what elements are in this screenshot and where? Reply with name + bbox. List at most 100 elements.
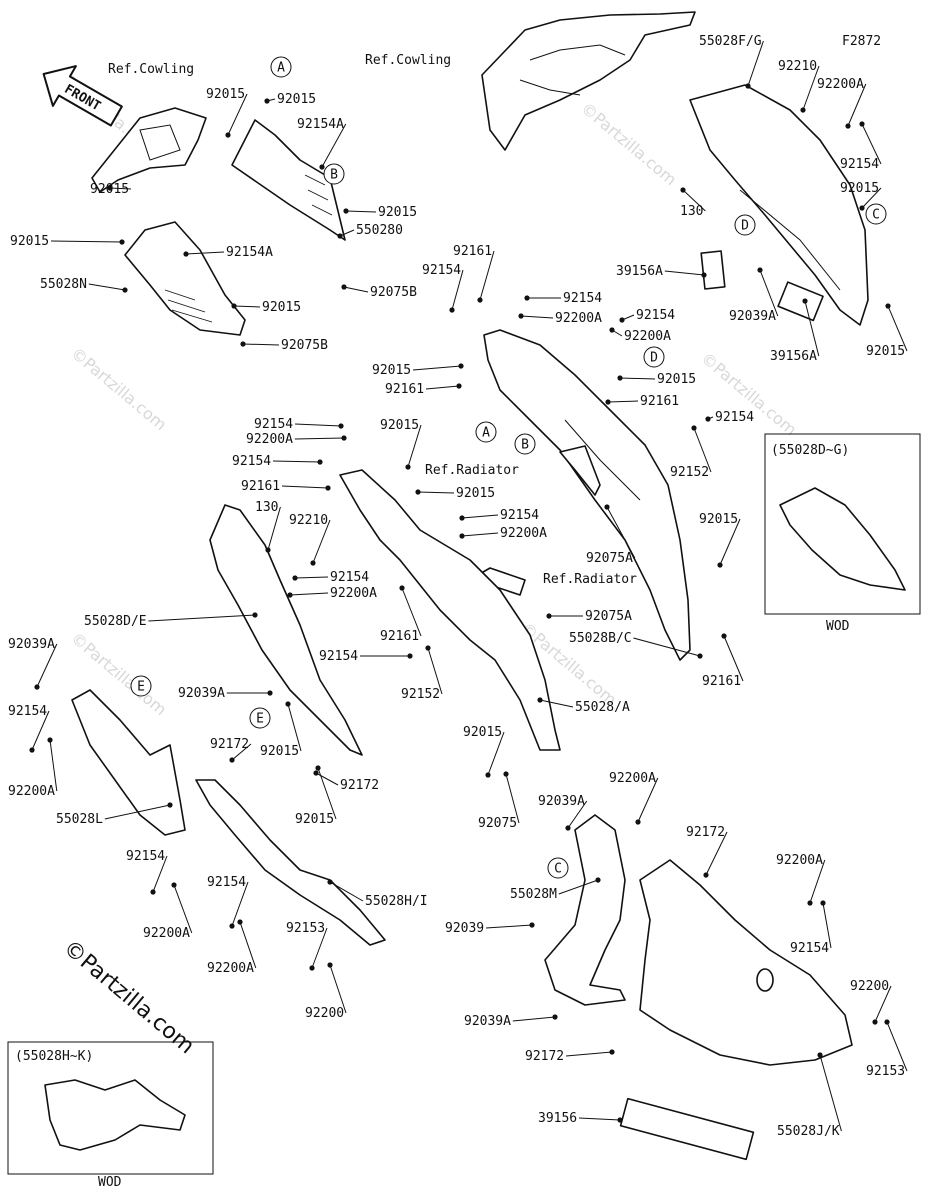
ref-cowling-right: Ref.Cowling bbox=[365, 53, 451, 68]
fastener-marker bbox=[546, 613, 552, 619]
leader-line bbox=[294, 423, 342, 427]
leader-line bbox=[287, 703, 302, 752]
part-number-label: 92210 bbox=[778, 59, 817, 74]
inset-55028D-G-title: (55028D~G) bbox=[771, 443, 849, 458]
callout-circle bbox=[270, 56, 292, 78]
part-number-label: 92161 bbox=[385, 382, 424, 397]
leader-line bbox=[847, 83, 867, 127]
radiator-hose-1 bbox=[559, 445, 601, 496]
callout-circle bbox=[547, 857, 569, 879]
fastener-marker bbox=[122, 287, 128, 293]
part-number-label: 92161 bbox=[453, 244, 492, 259]
fastener-marker bbox=[237, 919, 243, 925]
callout-circle bbox=[643, 346, 665, 368]
leader-line bbox=[425, 385, 460, 390]
fastener-marker bbox=[817, 1052, 823, 1058]
part-number-label: 92015 bbox=[90, 182, 129, 197]
leader-line bbox=[321, 123, 347, 168]
leader-line bbox=[289, 592, 329, 596]
fastener-marker bbox=[341, 435, 347, 441]
part-number-label: 92015 bbox=[260, 744, 299, 759]
leader-line bbox=[485, 924, 533, 929]
part-number-label: 92015 bbox=[699, 512, 738, 527]
part-number-label: 92152 bbox=[401, 687, 440, 702]
fastener-marker bbox=[691, 425, 697, 431]
fastener-marker bbox=[859, 121, 865, 127]
leader-line bbox=[809, 859, 826, 904]
part-number-label: 55028L bbox=[56, 812, 103, 827]
fastener-marker bbox=[485, 772, 491, 778]
panel-55028H-I bbox=[195, 779, 386, 946]
fastener-marker bbox=[721, 633, 727, 639]
leader-line bbox=[606, 506, 636, 559]
part-number-label: 92154 bbox=[840, 157, 879, 172]
fastener-marker bbox=[425, 645, 431, 651]
part-number-label: 92161 bbox=[640, 394, 679, 409]
leader-line bbox=[227, 93, 248, 136]
leader-line bbox=[861, 123, 882, 165]
fastener-marker bbox=[845, 123, 851, 129]
part-number-label: 92154 bbox=[422, 263, 461, 278]
leader-line bbox=[664, 270, 705, 276]
panel-55028J-K bbox=[639, 859, 853, 1066]
fastener-marker bbox=[604, 504, 610, 510]
fastener-marker bbox=[267, 690, 273, 696]
leader-line bbox=[619, 377, 656, 380]
part-number-label: 55028N bbox=[40, 277, 87, 292]
part-number-label: 92015 bbox=[866, 344, 905, 359]
sticker-39156A-2 bbox=[777, 281, 824, 322]
fastener-marker bbox=[703, 872, 709, 878]
part-number-label: 92172 bbox=[210, 737, 249, 752]
fastener-marker bbox=[459, 515, 465, 521]
leader-line bbox=[31, 710, 50, 751]
fastener-marker bbox=[150, 889, 156, 895]
fastener-marker bbox=[315, 765, 321, 771]
leader-line bbox=[311, 927, 328, 969]
fastener-marker bbox=[745, 83, 751, 89]
part-number-label: 92172 bbox=[525, 1049, 564, 1064]
sticker-39156A bbox=[700, 250, 726, 290]
leader-line bbox=[317, 767, 337, 820]
watermark: ©Partzilla.com bbox=[577, 99, 680, 190]
fastener-marker bbox=[635, 819, 641, 825]
part-number-label: 55028B/C bbox=[569, 631, 632, 646]
leader-line bbox=[173, 884, 193, 934]
part-number-label: 55028D/E bbox=[84, 614, 147, 629]
part-number-label: 92154 bbox=[715, 410, 754, 425]
callout-letter: D bbox=[741, 219, 749, 234]
part-number-label: 39156A bbox=[616, 264, 663, 279]
leader-line bbox=[886, 1021, 908, 1072]
leader-line bbox=[512, 1016, 556, 1022]
part-number-label: 92039A bbox=[729, 309, 776, 324]
fastener-marker bbox=[605, 399, 611, 405]
panel-55028-A bbox=[339, 469, 561, 751]
leader-line bbox=[461, 514, 499, 519]
callout-circle bbox=[475, 421, 497, 443]
leader-line bbox=[633, 637, 701, 657]
panel-55028N bbox=[124, 221, 246, 336]
fastener-marker bbox=[884, 1019, 890, 1025]
fastener-marker bbox=[240, 341, 246, 347]
upper-cowling-ref bbox=[481, 11, 696, 151]
leader-line bbox=[693, 427, 712, 473]
part-number-label: 92172 bbox=[340, 778, 379, 793]
fastener-marker bbox=[524, 295, 530, 301]
part-number-label: 92200A bbox=[330, 586, 377, 601]
part-number-label: 92154 bbox=[232, 454, 271, 469]
leader-line bbox=[567, 800, 588, 829]
part-number-label: 92154A bbox=[297, 117, 344, 132]
fastener-marker bbox=[529, 922, 535, 928]
leader-line bbox=[558, 879, 599, 895]
part-number-label: 92200A bbox=[143, 926, 190, 941]
fastener-marker bbox=[319, 164, 325, 170]
part-number-label: 92200A bbox=[609, 771, 656, 786]
leader-line bbox=[723, 635, 744, 682]
part-number-label: 92154 bbox=[636, 308, 675, 323]
part-number-label: 92039A bbox=[538, 794, 585, 809]
fastener-marker bbox=[292, 575, 298, 581]
leader-line bbox=[520, 315, 554, 319]
leader-line bbox=[239, 921, 257, 969]
part-number-label: 92154 bbox=[790, 941, 829, 956]
